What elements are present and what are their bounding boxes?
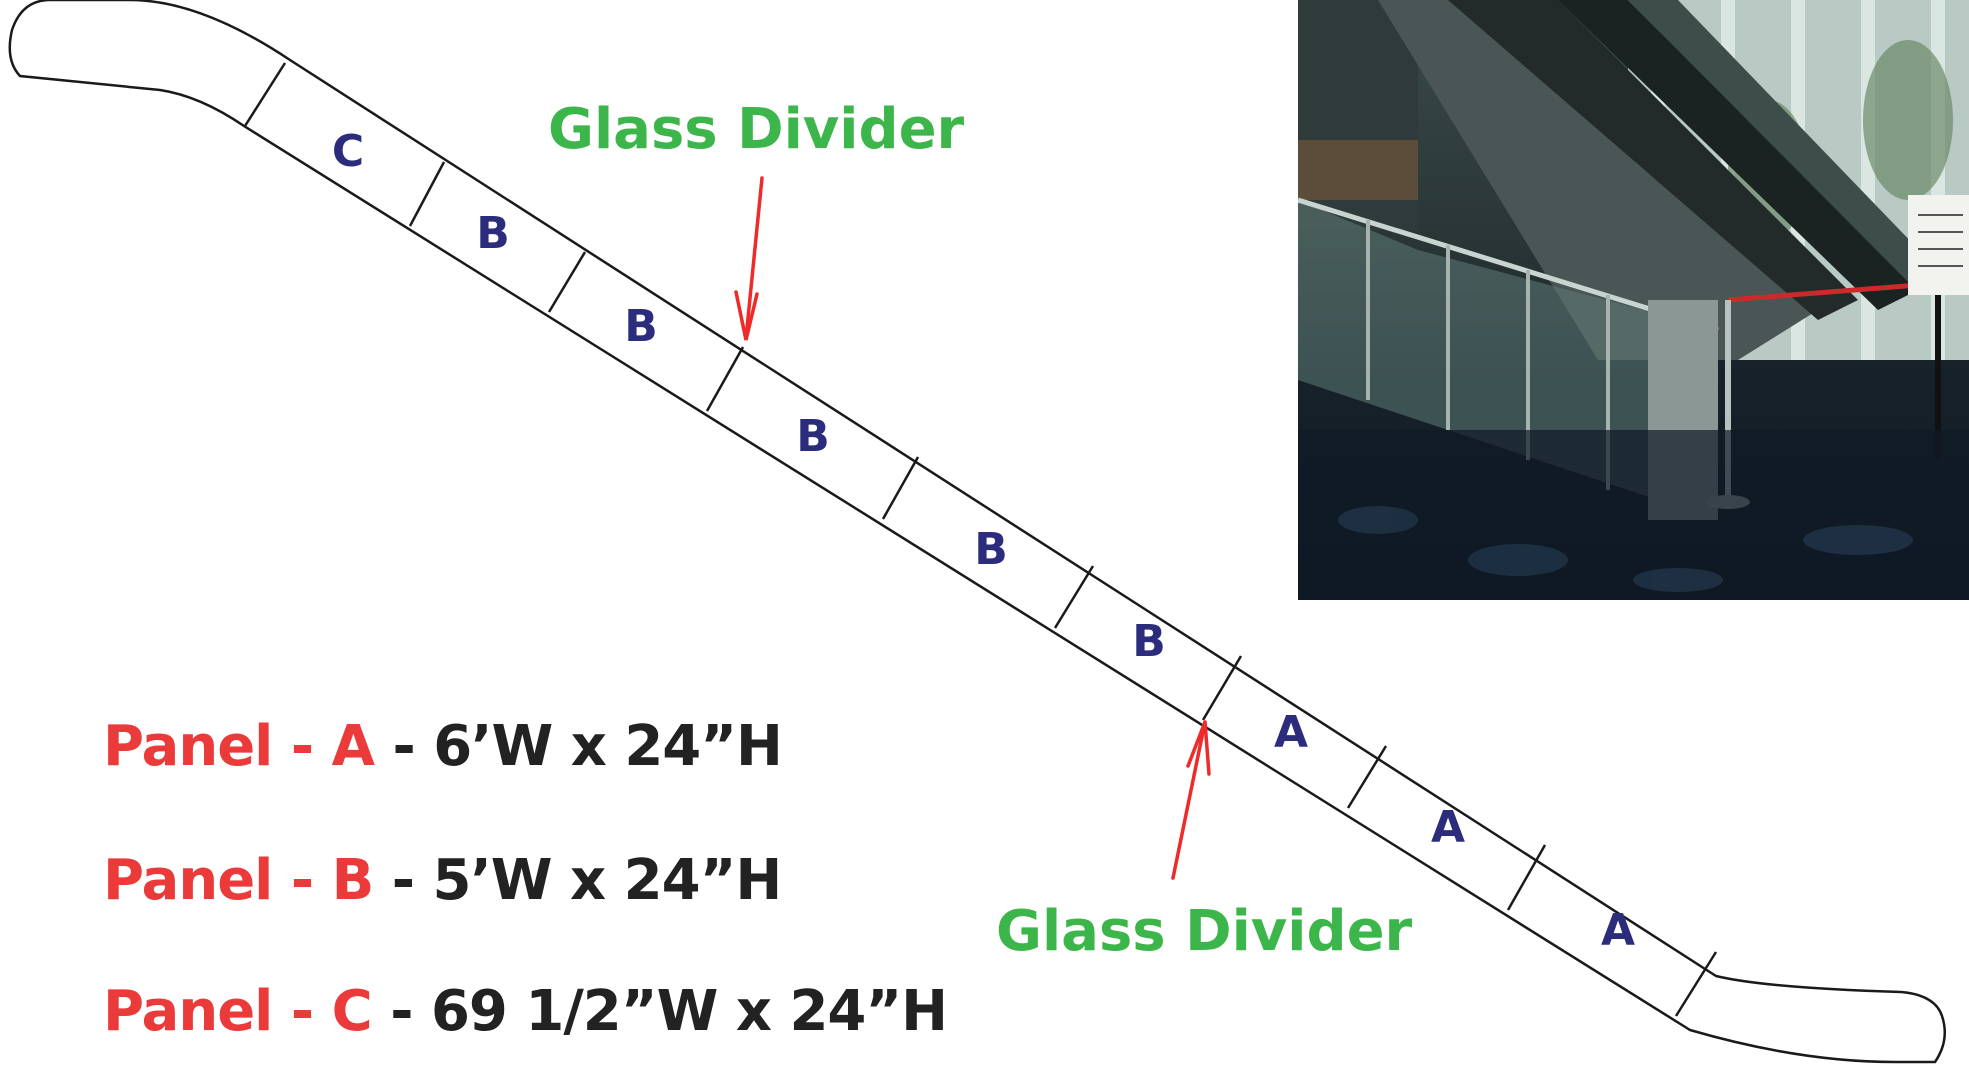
- panel-separator: [705, 346, 745, 412]
- panel-separator: [1674, 951, 1718, 1017]
- photo-illustration: [1298, 0, 1969, 600]
- legend-panel-c: Panel - C - 69 1/2”W x 24”H: [103, 979, 948, 1044]
- panel-letter-8: A: [1431, 802, 1465, 853]
- legend-label-a: Panel - A: [103, 714, 375, 779]
- panel-letter-1: C: [332, 126, 364, 177]
- panel-letter-5: B: [974, 524, 1008, 575]
- legend-dims-b: 5’W x 24”H: [432, 848, 783, 913]
- panel-separator: [1506, 844, 1547, 911]
- legend-label-c: Panel - C: [103, 979, 373, 1044]
- panel-separator: [1346, 745, 1388, 809]
- legend-panel-a: Panel - A - 6’W x 24”H: [103, 714, 783, 779]
- arrow-bottom: [1171, 720, 1211, 880]
- arrow-top: [734, 176, 764, 341]
- panel-letter-2: B: [476, 208, 510, 259]
- panel-letter-4: B: [796, 411, 830, 462]
- legend-panel-b: Panel - B - 5’W x 24”H: [103, 848, 783, 913]
- panel-separator: [547, 251, 587, 313]
- panel-separators: [243, 62, 1718, 1017]
- panel-letter-6: B: [1132, 616, 1166, 667]
- panel-letter-9: A: [1601, 905, 1635, 956]
- panel-separator: [881, 456, 920, 520]
- legend-dims-c: 69 1/2”W x 24”H: [430, 979, 948, 1044]
- legend-dims-a: 6’W x 24”H: [433, 714, 783, 779]
- escalator-photo: [1298, 0, 1969, 600]
- glass-divider-label-bottom: Glass Divider: [996, 899, 1413, 964]
- legend-separator-a: -: [392, 714, 415, 779]
- escalator-band: [8, 0, 1947, 1064]
- panel-separator: [408, 161, 446, 227]
- legend-separator-b: -: [391, 848, 415, 913]
- panel-separator: [243, 62, 287, 127]
- panel-letter-7: A: [1274, 707, 1308, 758]
- panel-separator: [1201, 655, 1243, 721]
- glass-divider-label-top: Glass Divider: [548, 97, 965, 162]
- panel-letter-3: B: [624, 301, 658, 352]
- legend-label-b: Panel - B: [103, 848, 374, 913]
- panel-separator: [1053, 565, 1095, 629]
- legend-separator-c: -: [390, 979, 413, 1044]
